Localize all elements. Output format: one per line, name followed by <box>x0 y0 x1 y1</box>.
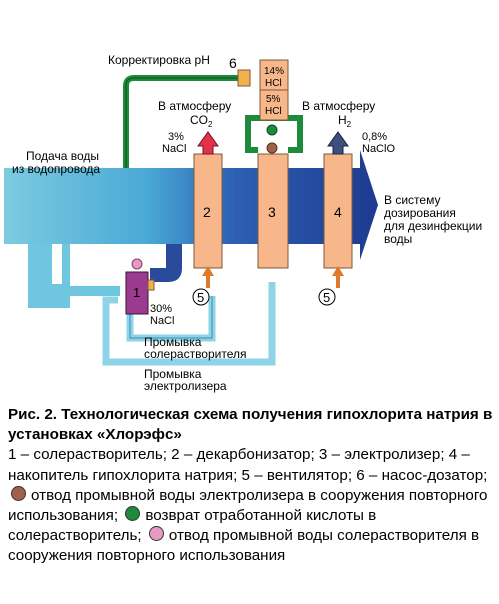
nacl-30-label-1: 30% <box>150 303 172 315</box>
pink-dot-marker <box>131 258 143 270</box>
h2-vent-arrow <box>327 131 349 155</box>
decarbonizer-column <box>193 153 223 269</box>
hypochlorite-storage-column <box>323 153 353 269</box>
green-dot-icon <box>125 506 141 522</box>
acid-tank-14-hcl: HCl <box>265 78 282 89</box>
naclo-label-2: NaClO <box>362 143 395 155</box>
caption-legend-green: возврат отработанной кислоты в солераств… <box>8 507 377 545</box>
storage-number: 4 <box>334 204 342 220</box>
fan-right <box>318 288 336 306</box>
brown-dot-marker <box>266 142 278 154</box>
acid-tank-14-pct: 14% <box>264 66 284 77</box>
brine-return-pipe <box>150 244 182 282</box>
fan-right-number: 5 <box>323 290 330 305</box>
electrolyzer-wash-label-1: Промывка <box>144 367 202 381</box>
naclo-label-1: 0,8% <box>362 131 387 143</box>
atm-co2-label-1: В атмосферу <box>158 99 231 113</box>
electrolyzer-wash-line <box>102 282 276 366</box>
brown-dot-icon <box>11 485 26 501</box>
water-supply-label-1: Подача воды <box>26 149 99 163</box>
fan-left-number: 5 <box>197 290 204 305</box>
nacl-3-label-1: 3% <box>168 131 184 143</box>
electrolyzer-wash-label-2: электролизера <box>144 379 227 393</box>
dissolver-valve <box>147 279 155 291</box>
dissolver-number: 1 <box>133 285 140 300</box>
output-label-2: дозирования <box>384 206 456 220</box>
green-dot-marker <box>266 124 278 136</box>
dissolver-wash-label-1: Промывка <box>144 335 202 349</box>
process-diagram: 6 Корректировка рН 14% HCl 5% HCl 2 3 4 … <box>4 53 482 393</box>
co2-subscript: 2 <box>208 120 213 129</box>
atm-co2-label-2: CO2 <box>190 113 213 129</box>
salt-dissolver <box>125 271 149 315</box>
atm-h2-label-1: В атмосферу <box>302 99 375 113</box>
nacl-3-label-2: NaCl <box>162 143 186 155</box>
figure-caption: Рис. 2. Технологическая схема получения … <box>8 405 493 567</box>
atm-h2-label-2: H2 <box>338 113 352 129</box>
output-label-3: для дезинфекции <box>384 219 482 233</box>
dissolver-feed-pipe <box>62 244 120 296</box>
fan-left <box>192 288 210 306</box>
h2-subscript: 2 <box>347 120 352 129</box>
electrolyzer-column <box>257 153 289 269</box>
acid-tank-5-pct: 5% <box>266 94 281 105</box>
caption-title: Рис. 2. Технологическая схема получения … <box>8 406 493 444</box>
pink-dot-icon <box>148 526 164 542</box>
co2-vent-arrow <box>197 131 219 155</box>
output-label-1: В систему <box>384 193 440 207</box>
caption-legend-brown: отвод промывной воды электролизера в соо… <box>8 486 488 525</box>
water-supply-label-2: из водопровода <box>12 162 100 176</box>
dosing-pump[interactable] <box>237 69 251 87</box>
ph-correction-label: Корректировка рН <box>108 53 210 67</box>
acid-tank-5-hcl: HCl <box>265 106 282 117</box>
electrolyzer-number: 3 <box>268 204 276 220</box>
decarbonizer-number: 2 <box>203 204 211 220</box>
dosing-pump-number: 6 <box>229 55 237 71</box>
caption-legend-main: 1 – солерастворитель; 2 – декарбонизатор… <box>8 446 488 484</box>
nacl-30-label-2: NaCl <box>150 315 174 327</box>
dissolver-wash-label-2: солерастворителя <box>144 347 247 361</box>
output-label-4: воды <box>384 232 412 246</box>
caption-legend-pink: отвод промывной воды солерастворителя в … <box>8 527 480 565</box>
